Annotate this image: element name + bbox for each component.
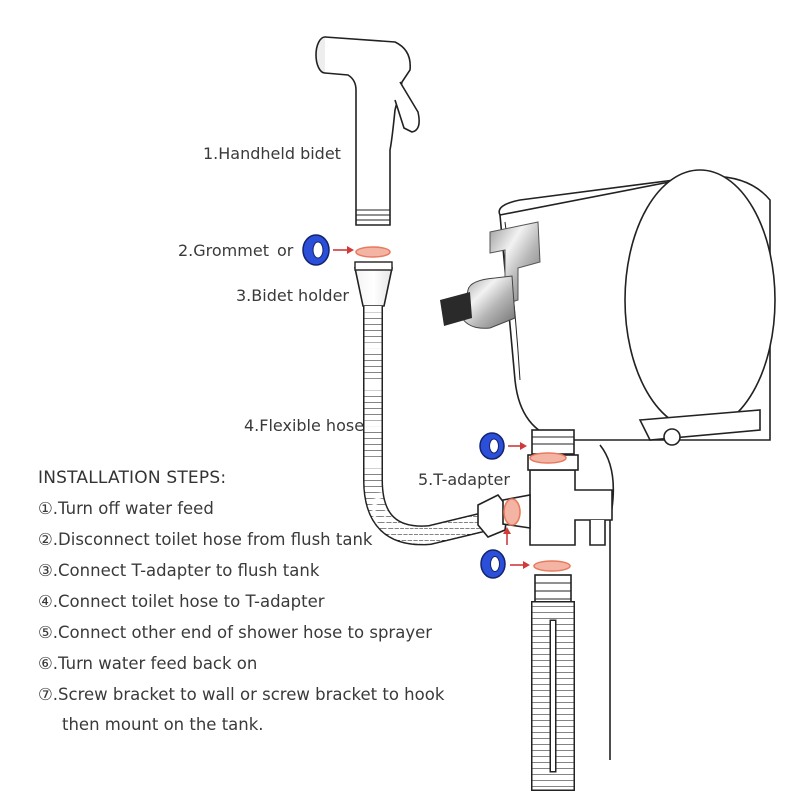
label-grommet: 2.Grommet	[178, 241, 269, 260]
step-2: ②.Disconnect toilet hose from flush tank	[38, 530, 373, 549]
arrow-1	[333, 246, 354, 254]
t-adapter-drawing	[502, 429, 613, 546]
step-7: ⑦.Screw bracket to wall or screw bracket…	[38, 685, 445, 704]
toilet-tank	[498, 169, 776, 760]
gasket-2	[529, 452, 567, 464]
step-1: ①.Turn off water feed	[38, 499, 214, 518]
gasket-3	[533, 560, 571, 572]
handheld-bidet-drawing	[315, 36, 420, 226]
grommet-ring-2	[479, 432, 505, 460]
toilet-hose-drawing	[531, 574, 575, 791]
label-bidet-holder: 3.Bidet holder	[236, 286, 349, 305]
arrow-4	[510, 561, 530, 569]
arrow-2	[508, 442, 527, 450]
step-7-continued: then mount on the tank.	[62, 715, 264, 734]
gasket-1	[355, 246, 391, 258]
flexible-hose-drawing	[363, 306, 495, 546]
label-handheld-bidet: 1.Handheld bidet	[203, 144, 341, 163]
grommet-ring-1	[302, 234, 330, 266]
hose-cone	[354, 267, 393, 307]
tank-bracket	[440, 221, 541, 329]
label-t-adapter: 5.T-adapter	[418, 470, 510, 489]
step-6: ⑥.Turn water feed back on	[38, 654, 258, 673]
grommet-ring-3	[480, 549, 506, 579]
hose-nut	[477, 493, 509, 538]
step-4: ④.Connect toilet hose to T-adapter	[38, 592, 325, 611]
installation-steps-heading: INSTALLATION STEPS:	[38, 468, 227, 488]
label-flexible-hose: 4.Flexible hose	[244, 416, 365, 435]
step-3: ③.Connect T-adapter to flush tank	[38, 561, 320, 580]
label-grommet-or: or	[277, 241, 294, 260]
step-5: ⑤.Connect other end of shower hose to sp…	[38, 623, 433, 642]
arrow-3	[503, 527, 511, 545]
